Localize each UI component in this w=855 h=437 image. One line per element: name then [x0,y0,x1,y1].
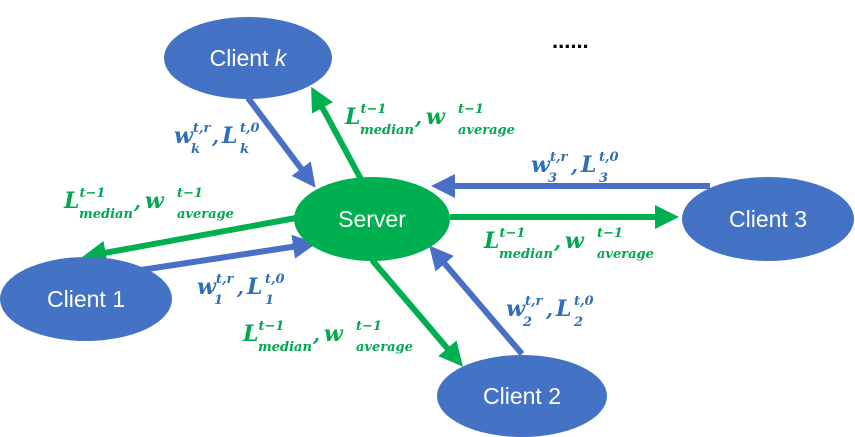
node-client-3: Client 3 [682,177,854,261]
arrow-client-k-to-server [245,96,316,188]
node-client-k: Client k [164,17,332,99]
node-client-2: Client 2 [437,355,607,437]
arrow-client-2-to-server [429,245,525,356]
node-client-k-var: k [275,45,288,71]
node-client-k-prefix: Client [210,45,275,71]
arrow-client-1-to-server [127,234,317,275]
arrow-server-to-client-1 [82,215,297,265]
node-client-3-label: Client 3 [729,206,807,232]
svg-text:Client k: Client k [210,45,288,71]
node-client-1: Client 1 [0,257,172,341]
node-client-2-label: Client 2 [483,383,561,409]
more-clients-ellipsis: ...... [552,28,589,53]
arrow-server-to-client-k [311,86,366,185]
node-server: Server [294,177,450,261]
node-client-1-label: Client 1 [47,286,125,312]
arrow-server-to-client-2 [369,258,463,367]
node-server-label: Server [338,206,406,232]
